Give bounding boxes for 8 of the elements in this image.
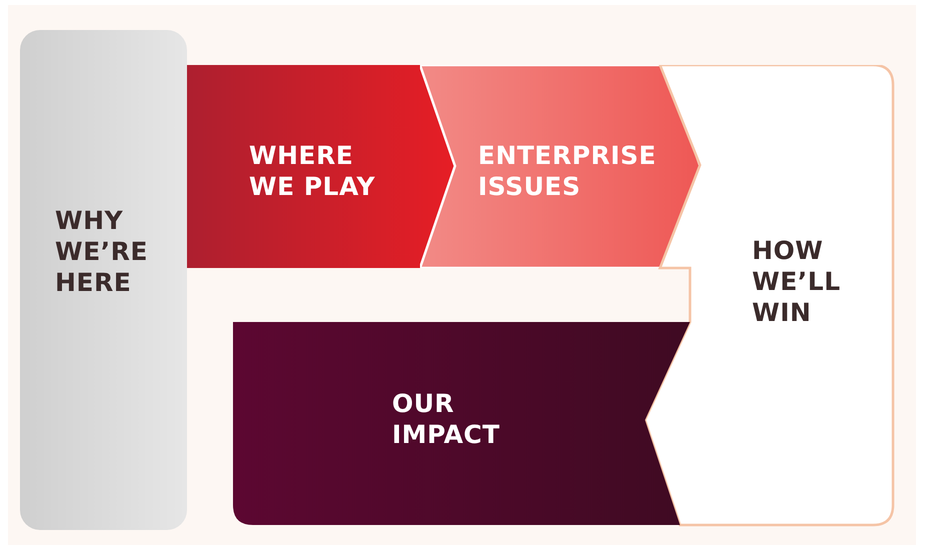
panel-label: ENTERPRISE ISSUES [478,140,658,202]
panel-label: OUR IMPACT [392,388,501,450]
panel-label: WHERE WE PLAY [249,140,376,202]
side-panel [20,30,187,530]
arrow-panel [233,322,690,525]
panel-label: HOW WE’LL WIN [752,235,842,328]
panel-label: WHY WE’RE HERE [55,205,149,298]
chevron-shape [187,65,455,268]
